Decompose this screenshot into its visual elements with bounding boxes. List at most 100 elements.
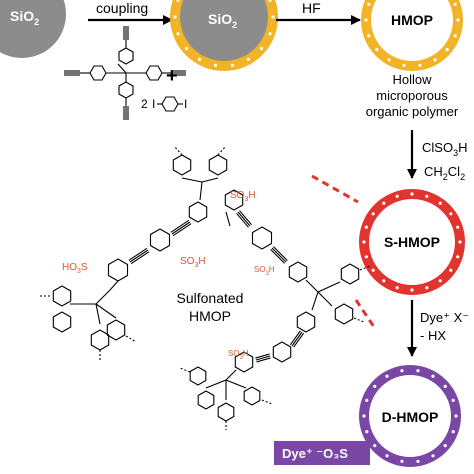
- hmop-caption-1: Hollow: [392, 72, 432, 87]
- benzene-ring: [334, 303, 354, 325]
- pore-dot: [431, 454, 435, 458]
- pore-dot: [456, 255, 460, 259]
- pore-dot: [385, 454, 389, 458]
- pore-dot: [362, 414, 366, 418]
- pore-dot: [373, 444, 377, 448]
- pore-dot: [431, 374, 435, 378]
- pore-dot: [364, 225, 368, 229]
- benzene-ring: [189, 366, 207, 386]
- bond: [225, 369, 237, 381]
- pore-dot: [449, 268, 453, 272]
- bond: [273, 246, 288, 261]
- bond: [125, 335, 137, 343]
- bond: [255, 353, 270, 359]
- pore-dot: [382, 201, 386, 205]
- bond: [95, 303, 101, 325]
- so3h-label-2: SO3H: [180, 256, 206, 269]
- pore-dot: [382, 279, 386, 283]
- d-hmop-label: D-HMOP: [382, 409, 439, 425]
- bond: [95, 289, 111, 305]
- pore-dot: [400, 369, 404, 373]
- bond: [205, 379, 227, 389]
- sulfonated-polymer-structure: [40, 145, 371, 430]
- sulfonation-reagent-1: ClSO3H: [422, 140, 467, 158]
- benzene-ring: [90, 329, 110, 351]
- dashed-connector-top: [311, 174, 359, 204]
- structure-caption-2: HMOP: [189, 308, 231, 324]
- pore-dot: [418, 63, 422, 67]
- pore-dot: [395, 194, 399, 198]
- hf-label: HF: [302, 0, 321, 16]
- pore-dot: [443, 384, 447, 388]
- bond: [170, 219, 190, 233]
- pore-dot: [371, 212, 375, 216]
- benzene-ring: [251, 226, 273, 250]
- pore-dot: [385, 374, 389, 378]
- bond: [289, 330, 301, 346]
- pore-dot: [400, 459, 404, 463]
- pore-dot: [271, 15, 275, 19]
- pore-dot: [449, 212, 453, 216]
- bond: [261, 399, 273, 405]
- pore-dot: [373, 384, 377, 388]
- pore-dot: [425, 194, 429, 198]
- reagent-count: 2: [141, 97, 148, 111]
- bond: [255, 355, 271, 361]
- bond: [291, 331, 303, 347]
- pore-dot: [443, 444, 447, 448]
- pore-dot: [438, 279, 442, 283]
- pore-dot: [395, 286, 399, 290]
- sio2-label-left: SiO2: [10, 8, 39, 27]
- pore-dot: [453, 2, 457, 6]
- benzene-ring: [243, 386, 261, 406]
- pore-dot: [387, 58, 391, 62]
- sio2-core-label: SiO2: [208, 11, 237, 30]
- pore-dot: [367, 2, 371, 6]
- bond: [181, 177, 203, 183]
- d-hmop-pores: [362, 369, 458, 463]
- pore-dot: [458, 240, 462, 244]
- s-hmop-pores: [362, 192, 462, 292]
- diiodobenzene: [157, 96, 183, 112]
- bond: [311, 291, 319, 311]
- pore-dot: [268, 32, 272, 36]
- bond: [225, 379, 247, 389]
- pore-dot: [433, 58, 437, 62]
- pore-dot: [268, 0, 272, 2]
- hmop-caption-2: microporous: [376, 88, 448, 103]
- hmop-caption-3: organic polymer: [366, 104, 459, 119]
- sulfonation-reagent-2: CH2Cl2: [424, 164, 465, 182]
- pore-dot: [375, 48, 379, 52]
- bond: [130, 251, 150, 265]
- bond: [128, 247, 148, 261]
- pore-dot: [425, 286, 429, 290]
- bond: [271, 247, 287, 263]
- benzene-ring: [288, 261, 308, 283]
- dye-box-label: Dye⁺ ⁻O₃S: [282, 446, 348, 461]
- bond: [201, 177, 219, 183]
- pore-dot: [259, 46, 264, 51]
- so3h-label-4: SO3H: [254, 265, 275, 277]
- bond: [305, 279, 319, 293]
- pore-dot: [230, 63, 235, 67]
- bond: [270, 249, 285, 264]
- pore-dot: [453, 34, 457, 38]
- benzene-ring: [197, 390, 215, 410]
- hmop-pores: [364, 2, 460, 67]
- benzene-ring: [208, 154, 228, 176]
- hmop-label: HMOP: [391, 12, 433, 28]
- pore-dot: [456, 18, 460, 22]
- benzene-ring: [52, 311, 72, 333]
- bond: [173, 145, 183, 156]
- pore-dot: [173, 15, 177, 19]
- pore-dot: [176, 0, 180, 2]
- benzene-ring: [172, 154, 192, 176]
- pore-dot: [365, 430, 369, 434]
- benzene-ring: [52, 285, 72, 307]
- pore-dot: [451, 398, 455, 402]
- benzene-ring: [340, 263, 360, 285]
- bond: [129, 249, 149, 263]
- benzene-ring: [296, 311, 316, 333]
- bond: [236, 212, 249, 228]
